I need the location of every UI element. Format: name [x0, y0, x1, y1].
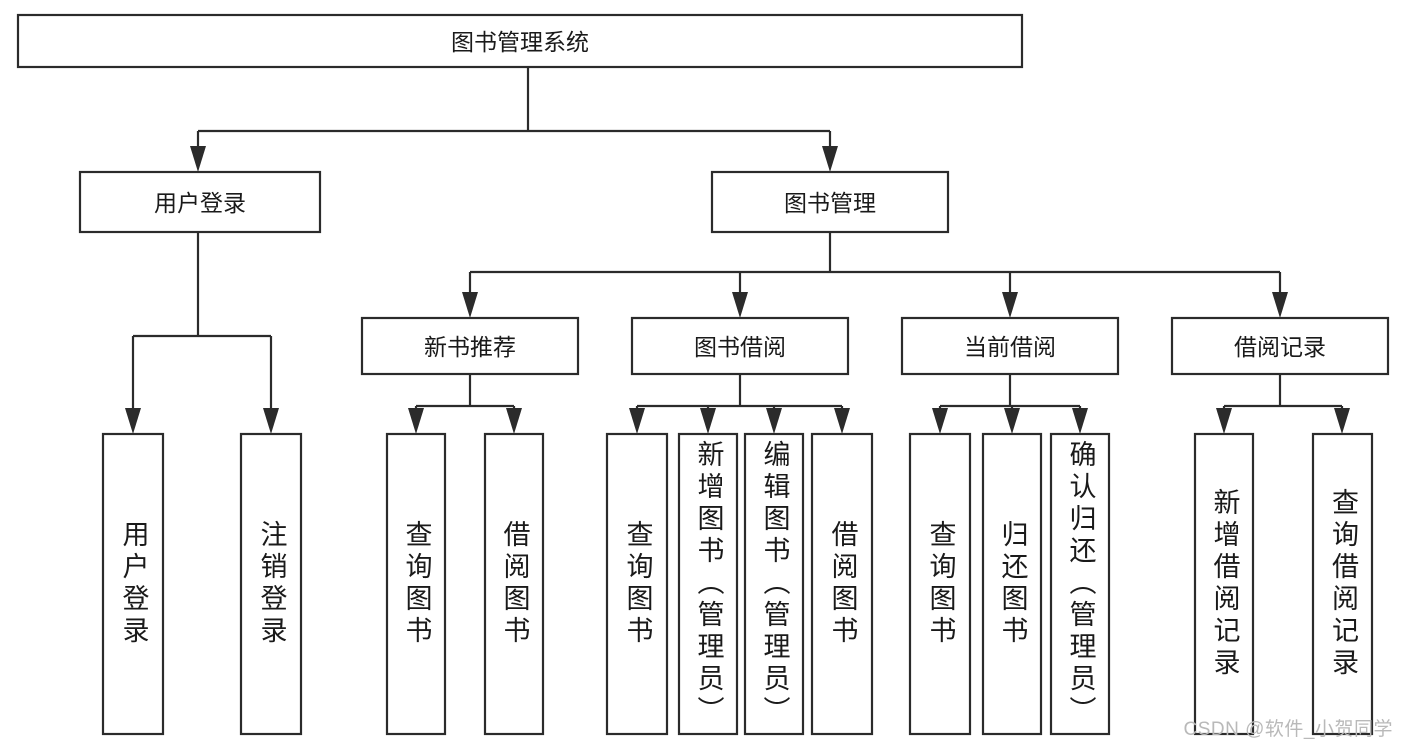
node-leaf-borrow-book-box[interactable] [810, 432, 874, 736]
arrow-head-leaf-add-book-admin [700, 408, 716, 434]
node-root-label: 图书管理系统 [451, 29, 589, 55]
node-root-box[interactable] [16, 13, 1024, 69]
node-borrow-record[interactable]: 借阅记录 [1170, 316, 1390, 376]
node-book-borrow-box[interactable] [630, 316, 850, 376]
node-leaf-add-borrow-record-box[interactable] [1193, 432, 1255, 736]
node-user-login-box[interactable] [78, 170, 322, 234]
node-leaf-query-borrow-record-box[interactable] [1311, 432, 1374, 736]
node-leaf-query-book-rec-box[interactable] [385, 432, 447, 736]
node-book-borrow[interactable]: 图书借阅 [630, 316, 850, 376]
node-leaf-logout-box[interactable] [239, 432, 303, 736]
arrow-head-leaf-query-book-rec [408, 408, 424, 434]
node-new-book-rec[interactable]: 新书推荐 [360, 316, 580, 376]
node-leaf-borrow-book-rec-box[interactable] [483, 432, 545, 736]
node-leaf-edit-book-admin-box[interactable] [743, 432, 805, 736]
node-book-borrow-label: 图书借阅 [694, 334, 786, 360]
arrow-head-leaf-borrow-book [834, 408, 850, 434]
node-leaf-return-book-box[interactable] [981, 432, 1043, 736]
arrow-head-leaf-query-book-borrow [629, 408, 645, 434]
node-leaf-add-book-admin-box[interactable] [677, 432, 739, 736]
arrow-head-book-borrow [732, 292, 748, 318]
node-leaf-query-book-borrow-box[interactable] [605, 432, 669, 736]
arrow-head-leaf-confirm-return-admin [1072, 408, 1088, 434]
node-current-borrow-label: 当前借阅 [964, 334, 1056, 360]
node-current-borrow-box[interactable] [900, 316, 1120, 376]
node-borrow-record-label: 借阅记录 [1234, 334, 1326, 360]
arrow-head-leaf-logout [263, 408, 279, 434]
node-leaf-user-login-box[interactable] [101, 432, 165, 736]
node-book-manage-label: 图书管理 [784, 190, 876, 216]
node-user-login-label: 用户登录 [154, 190, 246, 216]
arrow-head-leaf-edit-book-admin [766, 408, 782, 434]
node-new-book-rec-label: 新书推荐 [424, 334, 516, 360]
arrow-head-leaf-query-book-current [932, 408, 948, 434]
node-book-manage[interactable]: 图书管理 [710, 170, 950, 234]
node-root[interactable]: 图书管理系统 [16, 13, 1024, 69]
arrow-head-leaf-return-book [1004, 408, 1020, 434]
arrow-head-new-book-rec [462, 292, 478, 318]
node-borrow-record-box[interactable] [1170, 316, 1390, 376]
arrow-head-borrow-record [1272, 292, 1288, 318]
edge-layer [125, 67, 1350, 434]
arrow-head-book-manage [822, 146, 838, 172]
node-book-manage-box[interactable] [710, 170, 950, 234]
node-user-login[interactable]: 用户登录 [78, 170, 322, 234]
node-leaf-confirm-return-admin-box[interactable] [1049, 432, 1111, 736]
arrow-head-leaf-borrow-book-rec [506, 408, 522, 434]
leaf-box-layer [101, 432, 1374, 736]
csdn-watermark: CSDN @软件_小贺同学 [1183, 719, 1393, 740]
arrow-head-user-login [190, 146, 206, 172]
arrow-head-leaf-add-borrow-record [1216, 408, 1232, 434]
arrow-head-leaf-query-borrow-record [1334, 408, 1350, 434]
node-current-borrow[interactable]: 当前借阅 [900, 316, 1120, 376]
arrow-head-current-borrow [1002, 292, 1018, 318]
node-leaf-query-book-current-box[interactable] [908, 432, 972, 736]
arrow-head-leaf-user-login [125, 408, 141, 434]
node-new-book-rec-box[interactable] [360, 316, 580, 376]
